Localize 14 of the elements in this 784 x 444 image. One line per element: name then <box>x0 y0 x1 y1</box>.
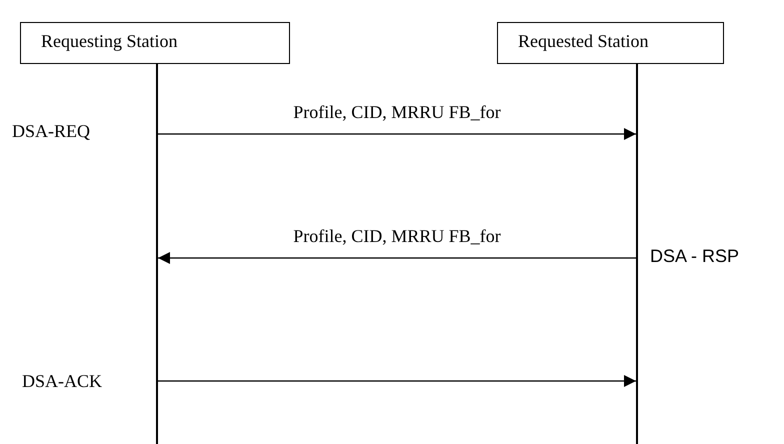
message-arrow <box>158 375 636 387</box>
edge-label: Profile, CID, MRRU FB_for <box>291 227 503 247</box>
lifeline <box>636 64 638 444</box>
message-name: DSA - RSP <box>650 247 740 267</box>
message-name: DSA-ACK <box>22 372 102 392</box>
lifeline <box>156 64 158 444</box>
edge-label: Profile, CID, MRRU FB_for <box>291 103 503 123</box>
station-box <box>20 22 290 64</box>
station-box <box>497 22 724 64</box>
station-name: Requesting Station <box>41 31 178 52</box>
message-arrow <box>158 128 636 140</box>
message-name: DSA-REQ <box>12 122 90 142</box>
message-arrow <box>158 252 636 264</box>
station-name: Requested Station <box>518 31 648 52</box>
